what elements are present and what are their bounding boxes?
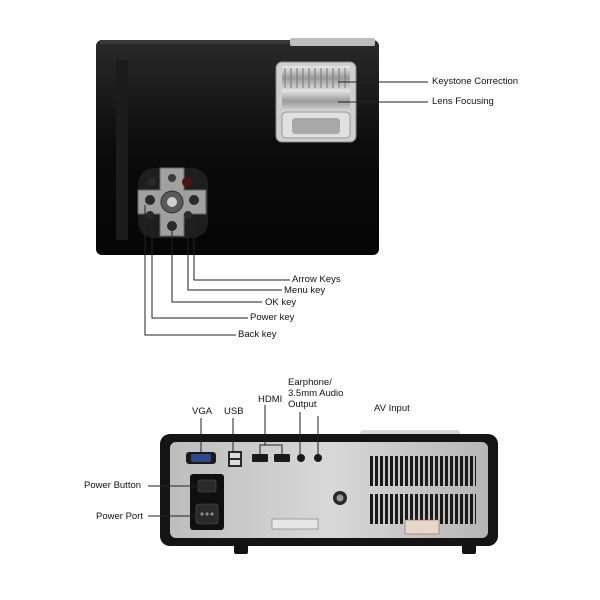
rear-projector-body [160, 430, 498, 554]
callout-av-input: AV Input [374, 403, 410, 414]
lens-assembly [275, 61, 357, 143]
callout-power-key: Power key [250, 312, 295, 323]
callout-power-port: Power Port [96, 511, 143, 522]
callout-vga: VGA [192, 406, 213, 417]
callout-power-button: Power Button [84, 480, 142, 491]
callout-hdmi: HDMI [258, 394, 283, 405]
callout-usb: USB [224, 406, 244, 417]
callout-back-key: Back key [238, 329, 277, 340]
top-callout-lines [144, 81, 428, 336]
rear-ports [186, 451, 322, 530]
callout-ok-key: OK key [265, 297, 297, 308]
rear-callout-lines [148, 405, 319, 517]
callout-arrow-keys: Arrow Keys [292, 274, 341, 285]
callout-earphone-audio-output: Earphone/ 3.5mm Audio Output [288, 377, 344, 410]
callout-menu-key: Menu key [284, 285, 326, 296]
callout-lens-focusing: Lens Focusing [432, 96, 494, 107]
keypad [137, 167, 208, 238]
callout-keystone-correction: Keystone Correction [432, 76, 519, 87]
